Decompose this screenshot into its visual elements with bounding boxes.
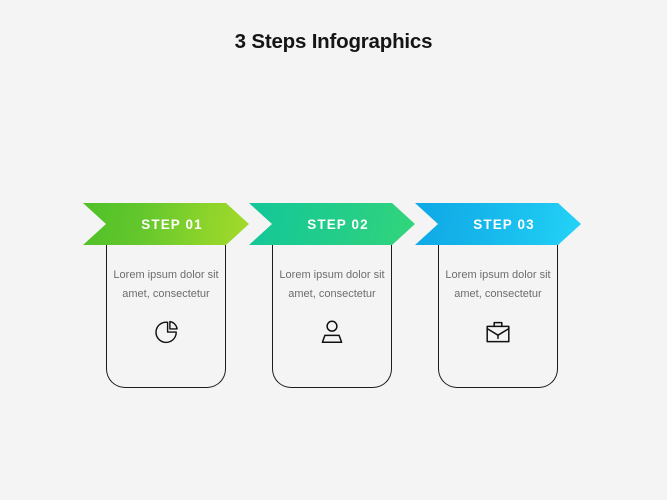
step-label-1: STEP 01 [141,216,203,232]
step-item-1[interactable]: STEP 01 Lorem ipsum dolor sit amet, cons… [83,203,249,393]
step-card-2: Lorem ipsum dolor sit amet, consectetur [272,245,392,388]
step-card-3: Lorem ipsum dolor sit amet, consectetur [438,245,558,388]
step-card-1: Lorem ipsum dolor sit amet, consectetur [106,245,226,388]
user-icon [317,317,347,347]
step-description-2: Lorem ipsum dolor sit amet, consectetur [279,269,385,300]
step-label-3: STEP 03 [473,216,535,232]
step-description-3: Lorem ipsum dolor sit amet, consectetur [445,269,551,300]
page-title: 3 Steps Infographics [234,30,433,53]
briefcase-icon [483,317,513,347]
step-banner-1[interactable]: STEP 01 [83,203,249,245]
step-item-3[interactable]: STEP 03 Lorem ipsum dolor sit amet, cons… [415,203,581,393]
steps-container: STEP 01 Lorem ipsum dolor sit amet, cons… [0,203,667,393]
pie-chart-icon [151,317,181,347]
step-banner-2[interactable]: STEP 02 [249,203,415,245]
step-description-1: Lorem ipsum dolor sit amet, consectetur [113,269,219,300]
step-item-2[interactable]: STEP 02 Lorem ipsum dolor sit amet, cons… [249,203,415,393]
step-label-2: STEP 02 [307,216,369,232]
step-banner-3[interactable]: STEP 03 [415,203,581,245]
